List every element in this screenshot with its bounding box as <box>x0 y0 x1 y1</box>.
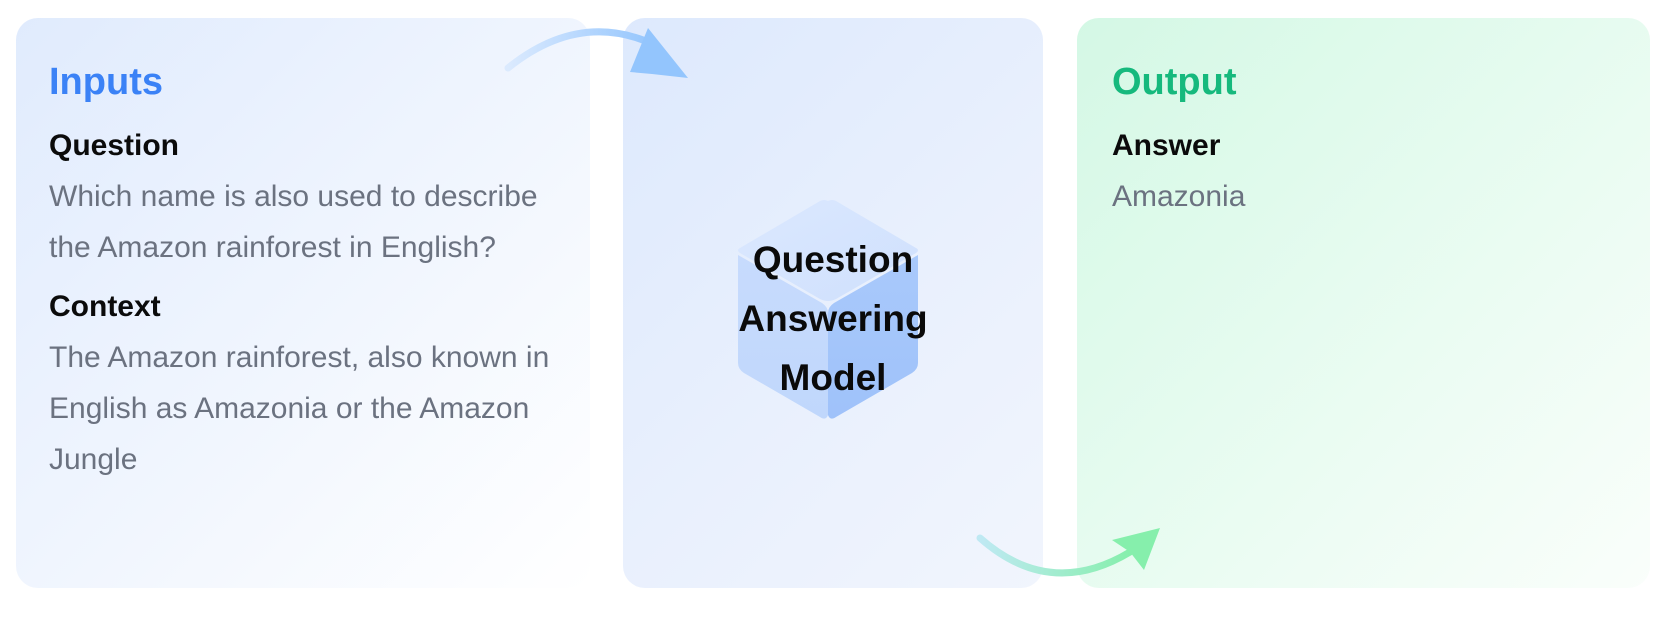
context-text: The Amazon rainforest, also known in Eng… <box>49 340 550 476</box>
model-title: Question Answering Model <box>623 230 1043 407</box>
context-label: Context <box>49 289 161 323</box>
cube-icon <box>738 200 918 419</box>
output-panel: Output Answer Amazonia <box>1077 18 1650 588</box>
model-title-line3: Model <box>779 357 887 398</box>
answer-text: Amazonia <box>1112 179 1246 213</box>
answer-label: Answer <box>1112 128 1221 162</box>
question-label: Question <box>49 128 180 162</box>
model-title-line1: Question <box>752 239 914 280</box>
inputs-heading: Inputs <box>49 61 163 103</box>
model-panel: Question Answering Model <box>623 18 1043 588</box>
question-text: Which name is also used to describe the … <box>49 179 538 264</box>
inputs-panel: Inputs Question Which name is also used … <box>16 18 590 588</box>
model-title-line2: Answering <box>738 298 928 339</box>
output-heading: Output <box>1112 61 1237 103</box>
